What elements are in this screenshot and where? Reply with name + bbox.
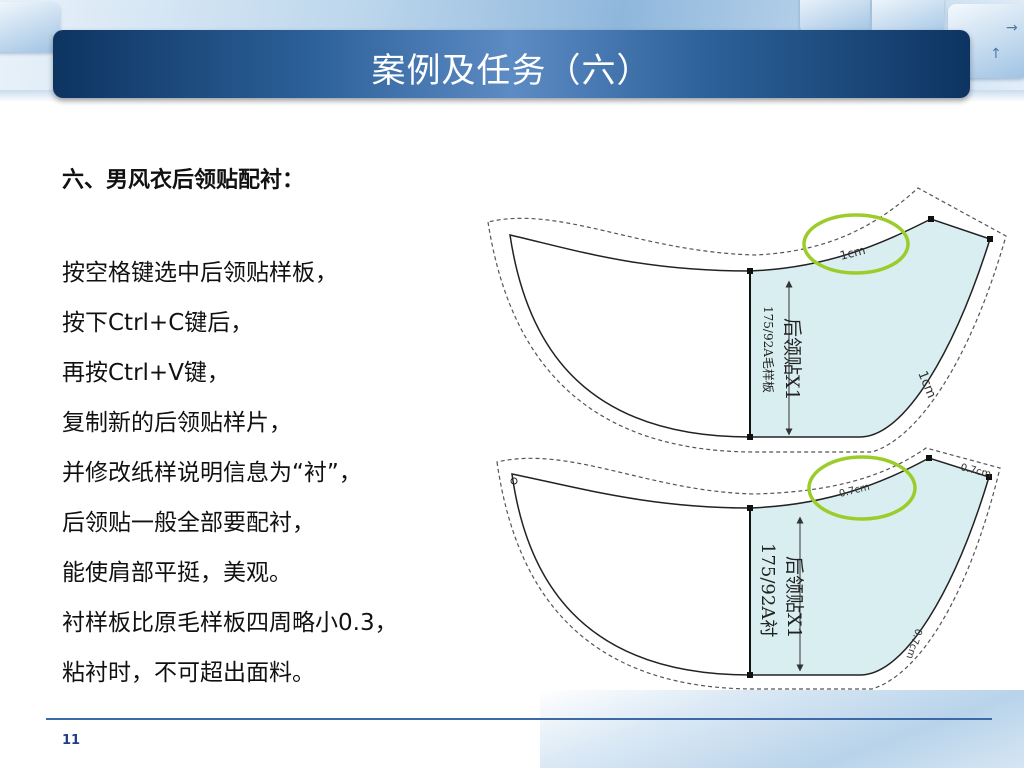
- corner-marker: [747, 505, 753, 511]
- top-seam-label: 1cm: [838, 243, 867, 263]
- top-facing-fill: [749, 218, 991, 438]
- instruction-line: 并修改纸样说明信息为“衬”，: [62, 460, 362, 486]
- arrow-right-icon: →: [1006, 20, 1018, 36]
- collar-facing-pattern-figure: 后领贴X1 175/92A毛样板 1cm 1cm 后领贴X1 175/92A衬 …: [487, 187, 1007, 690]
- instruction-line: 衬样板比原毛样板四周略小0.3，: [62, 610, 398, 636]
- corner-marker: [747, 672, 753, 678]
- top-pattern-piece: 后领贴X1 175/92A毛样板 1cm 1cm: [487, 187, 1007, 453]
- top-seam-outline: [487, 187, 1007, 453]
- instruction-list: 按空格键选中后领贴样板， 按下Ctrl+C键后， 再按Ctrl+V键， 复制新的…: [62, 248, 398, 698]
- top-piece-spec: 175/92A毛样板: [761, 306, 776, 393]
- top-outer-shell: [509, 234, 751, 438]
- corner-marker: [987, 236, 993, 242]
- corner-marker: [747, 268, 753, 274]
- bottom-outer-shell: [511, 473, 751, 676]
- bottom-facing-fill: [749, 457, 990, 676]
- instruction-line: 复制新的后领贴样片，: [62, 410, 292, 436]
- page-number: 11: [62, 733, 81, 748]
- corner-marker: [926, 455, 932, 461]
- bottom-piece-name: 后领贴X1: [783, 556, 805, 639]
- key-decoration: [0, 2, 60, 52]
- highlight-circle: [807, 455, 917, 521]
- instruction-line: 能使肩部平挺，美观。: [62, 560, 292, 586]
- arrow-up-icon: ↑: [990, 46, 1002, 62]
- bottom-seam-outline: [496, 447, 1001, 690]
- footer-divider: [46, 718, 992, 720]
- bottom-pattern-piece: 后领贴X1 175/92A衬 0.7cm 0.7cm 0.7cm: [496, 447, 1001, 690]
- section-heading: 六、男风衣后领贴配衬：: [62, 167, 305, 193]
- instruction-line: 再按Ctrl+V键，: [62, 360, 230, 386]
- instruction-line: 后领贴一般全部要配衬，: [62, 510, 315, 536]
- corner-marker: [986, 474, 992, 480]
- slide-title: 案例及任务（六）: [371, 51, 652, 91]
- top-piece-name: 后领贴X1: [781, 318, 803, 401]
- bottom-piece-spec: 175/92A衬: [757, 543, 778, 637]
- corner-marker: [747, 434, 753, 440]
- instruction-line: 粘衬时，不可超出面料。: [62, 660, 315, 686]
- title-banner: 案例及任务（六）: [53, 30, 970, 98]
- keyboard-background-bottom: [540, 690, 1024, 768]
- highlight-circle: [802, 213, 910, 275]
- corner-marker: [928, 216, 934, 222]
- drill-hole-marker: [510, 477, 518, 485]
- instruction-line: 按空格键选中后领贴样板，: [62, 260, 338, 286]
- instruction-line: 按下Ctrl+C键后，: [62, 310, 254, 336]
- key-decoration: [800, 0, 870, 34]
